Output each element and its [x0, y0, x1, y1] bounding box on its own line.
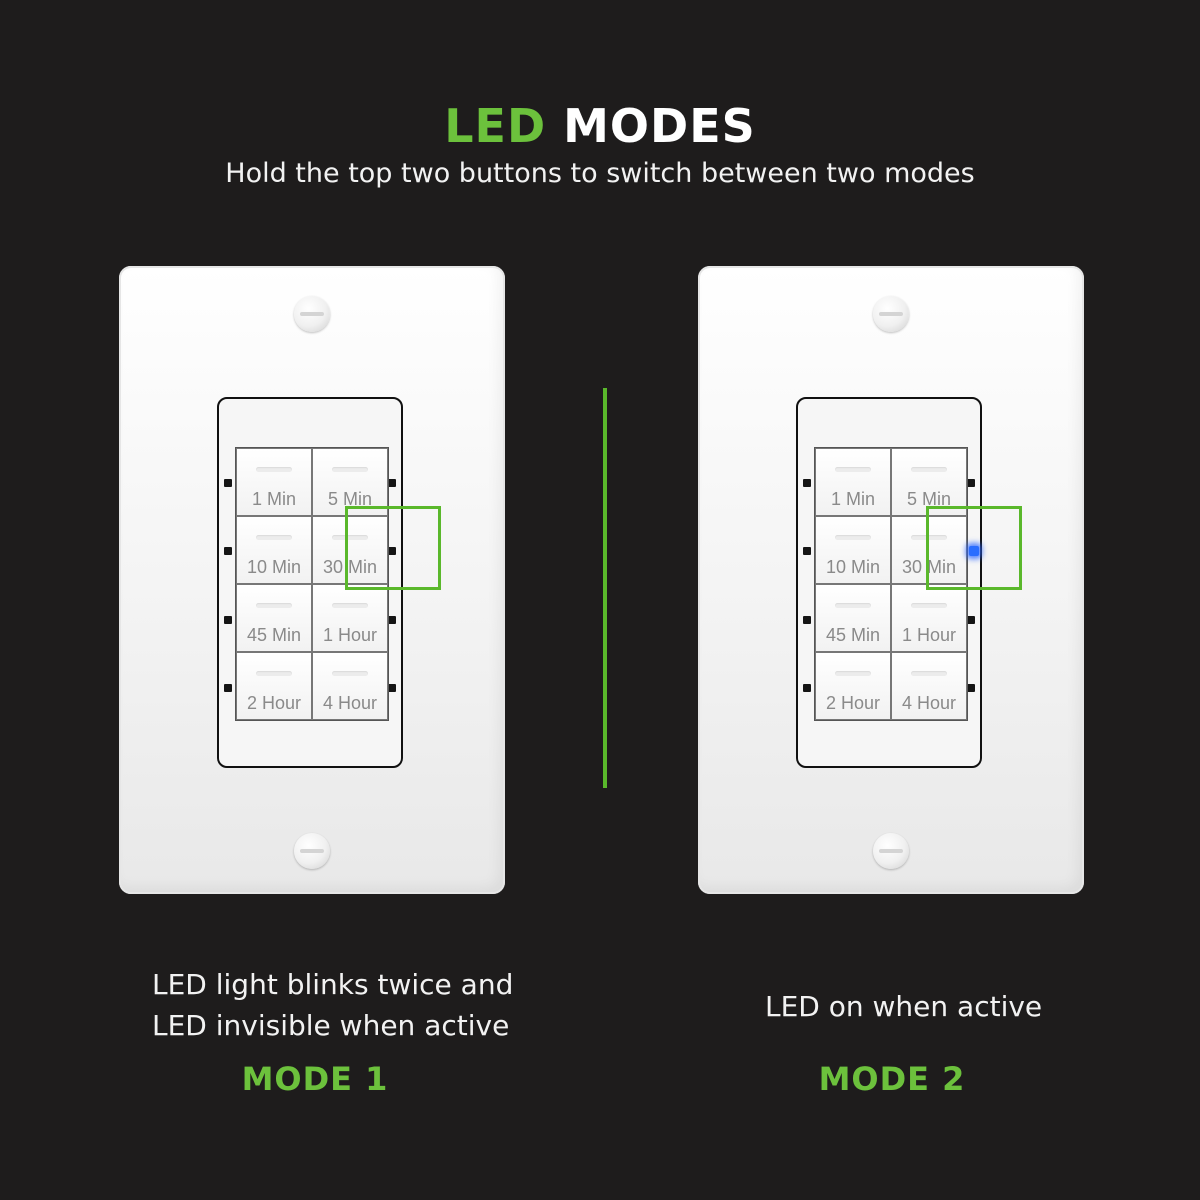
timer-button-10-min[interactable]: 10 Min	[236, 516, 312, 584]
led-indicator-icon	[967, 479, 975, 487]
timer-button-45-min[interactable]: 45 Min	[236, 584, 312, 652]
top-screw-icon	[294, 296, 330, 332]
timer-button-label: 5 Min	[327, 489, 372, 509]
mode-1-description: LED light blinks twice and LED invisible…	[152, 964, 513, 1046]
timer-button-label: 10 Min	[825, 557, 881, 577]
led-lit-icon	[969, 546, 979, 556]
timer-button-5-min[interactable]: 5 Min	[312, 448, 388, 516]
timer-button-4-hour[interactable]: 4 Hour	[312, 652, 388, 720]
timer-button-grid: 1 Min 5 Min 10 Min 30 Min 45 Min 1 Hour …	[235, 447, 389, 721]
led-indicator-icon	[388, 547, 396, 555]
led-indicator-icon	[967, 684, 975, 692]
timer-button-label: 30 Min	[322, 557, 378, 577]
timer-button-label: 2 Hour	[825, 693, 881, 713]
led-indicator-icon	[803, 479, 811, 487]
timer-button-label: 4 Hour	[901, 693, 957, 713]
timer-button-label: 2 Hour	[246, 693, 302, 713]
timer-button-label: 5 Min	[906, 489, 951, 509]
mode-2-label: MODE 2	[818, 1060, 966, 1098]
page-title: LED MODES	[0, 96, 1200, 156]
led-indicator-icon	[388, 479, 396, 487]
page-subtitle: Hold the top two buttons to switch betwe…	[225, 158, 975, 189]
highlight-box	[926, 506, 1022, 590]
timer-button-1-hour[interactable]: 1 Hour	[312, 584, 388, 652]
top-screw-icon	[873, 296, 909, 332]
bottom-screw-icon	[294, 833, 330, 869]
timer-button-label: 45 Min	[825, 625, 881, 645]
led-indicator-icon	[803, 684, 811, 692]
led-indicator-icon	[388, 616, 396, 624]
timer-button-grid: 1 Min 5 Min 10 Min 30 Min 45 Min 1 Hour …	[814, 447, 968, 721]
timer-button-2-hour[interactable]: 2 Hour	[815, 652, 891, 720]
title-rest: MODES	[563, 99, 756, 153]
switch-plate-mode-2: 1 Min 5 Min 10 Min 30 Min 45 Min 1 Hour …	[698, 266, 1084, 894]
led-indicator-icon	[388, 684, 396, 692]
timer-button-label: 10 Min	[246, 557, 302, 577]
timer-button-30-min[interactable]: 30 Min	[891, 516, 967, 584]
timer-button-label: 1 Hour	[901, 625, 957, 645]
switch-frame: 1 Min 5 Min 10 Min 30 Min 45 Min 1 Hour …	[796, 397, 982, 768]
timer-button-10-min[interactable]: 10 Min	[815, 516, 891, 584]
timer-button-5-min[interactable]: 5 Min	[891, 448, 967, 516]
led-indicator-icon	[967, 616, 975, 624]
timer-button-label: 4 Hour	[322, 693, 378, 713]
led-indicator-icon	[803, 616, 811, 624]
timer-button-label: 1 Min	[830, 489, 875, 509]
led-indicator-icon	[224, 547, 232, 555]
led-indicator-icon	[224, 684, 232, 692]
timer-button-label: 30 Min	[901, 557, 957, 577]
center-divider	[603, 388, 607, 788]
timer-button-2-hour[interactable]: 2 Hour	[236, 652, 312, 720]
highlight-box	[345, 506, 441, 590]
timer-button-1-min[interactable]: 1 Min	[815, 448, 891, 516]
timer-button-4-hour[interactable]: 4 Hour	[891, 652, 967, 720]
timer-button-45-min[interactable]: 45 Min	[815, 584, 891, 652]
bottom-screw-icon	[873, 833, 909, 869]
timer-button-label: 1 Hour	[322, 625, 378, 645]
mode-1-label: MODE 1	[241, 1060, 389, 1098]
mode-1-description-line-2: LED invisible when active	[152, 1009, 510, 1042]
mode-1-description-line-1: LED light blinks twice and	[152, 968, 514, 1001]
timer-button-1-hour[interactable]: 1 Hour	[891, 584, 967, 652]
mode-2-description: LED on when active	[765, 986, 1042, 1027]
led-indicator-icon	[224, 479, 232, 487]
led-indicator-icon	[224, 616, 232, 624]
timer-button-1-min[interactable]: 1 Min	[236, 448, 312, 516]
switch-plate-mode-1: 1 Min 5 Min 10 Min 30 Min 45 Min 1 Hour …	[119, 266, 505, 894]
switch-frame: 1 Min 5 Min 10 Min 30 Min 45 Min 1 Hour …	[217, 397, 403, 768]
mode-2-description-line-1: LED on when active	[765, 990, 1043, 1023]
timer-button-30-min[interactable]: 30 Min	[312, 516, 388, 584]
led-indicator-icon	[803, 547, 811, 555]
timer-button-label: 1 Min	[251, 489, 296, 509]
timer-button-label: 45 Min	[246, 625, 302, 645]
title-accent: LED	[444, 99, 547, 153]
